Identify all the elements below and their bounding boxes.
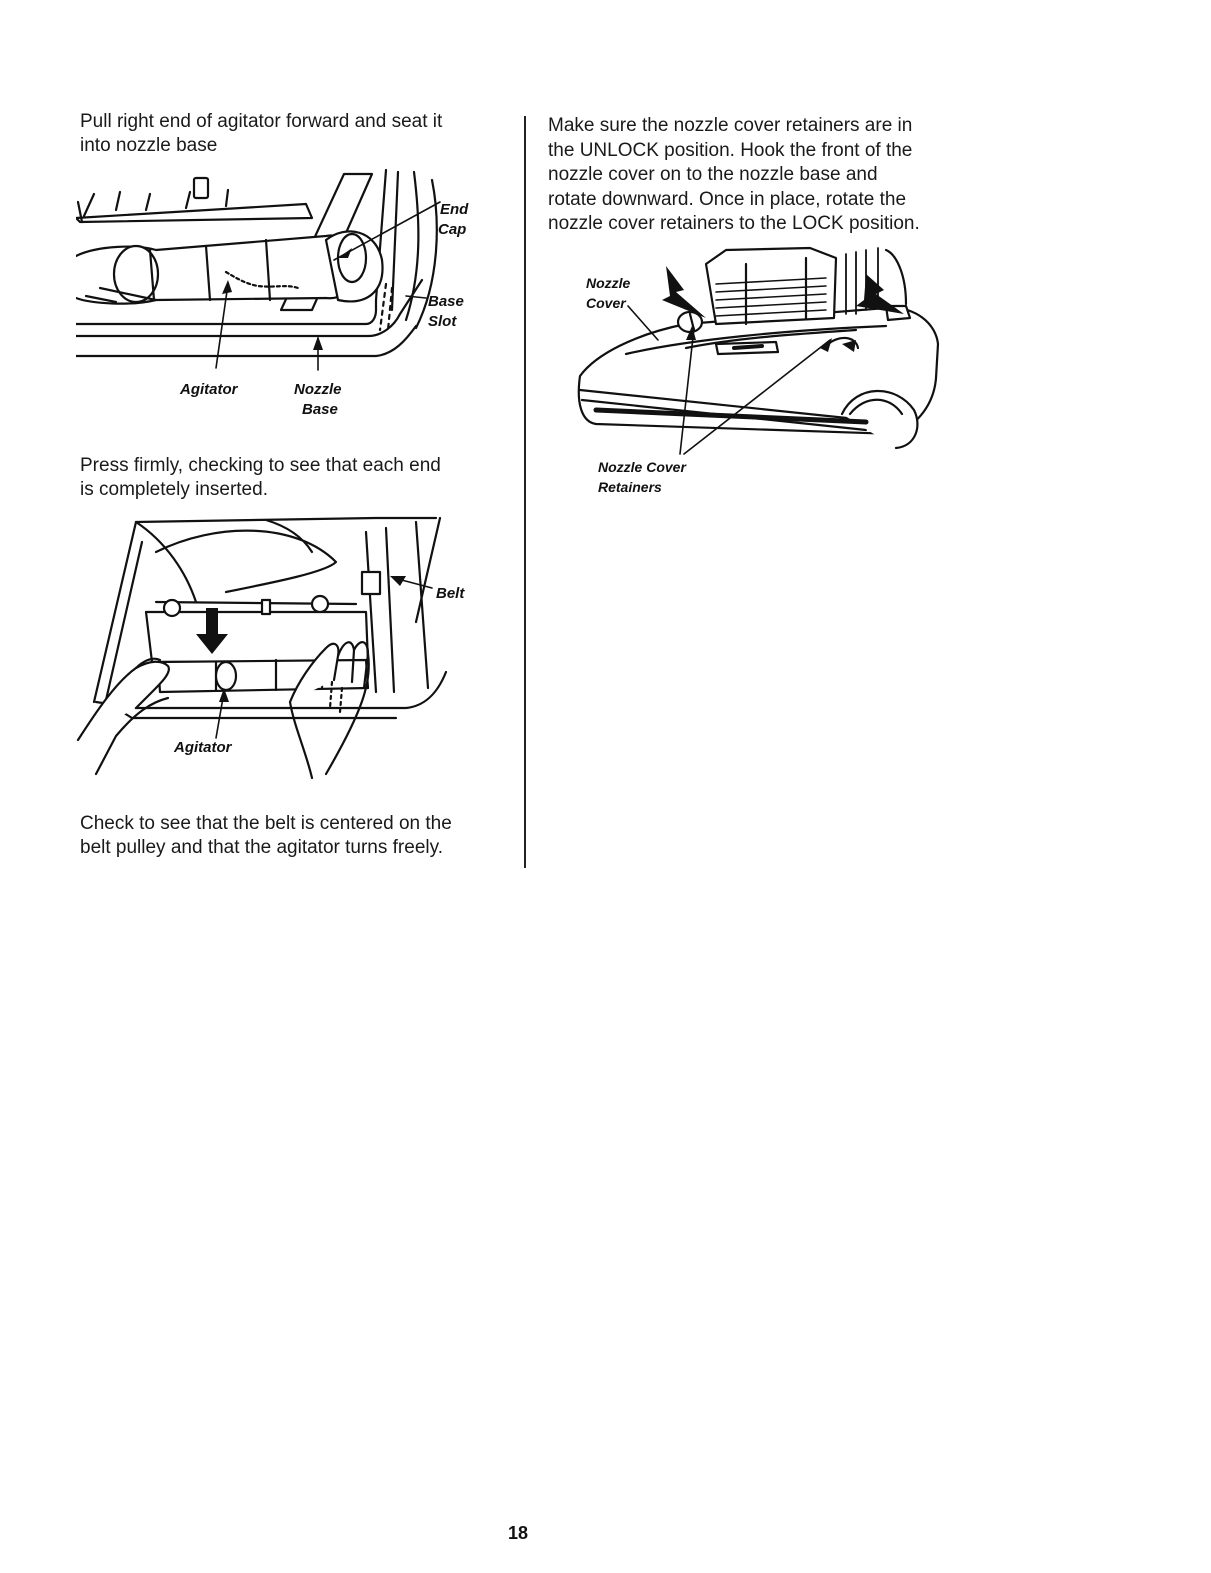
step4-line-5: nozzle cover retainers to the LOCK posit… — [548, 213, 920, 234]
label-nozzle-base: Base — [302, 401, 338, 418]
label-end: End — [440, 201, 469, 218]
figure-press-agitator: Belt Agitator — [76, 512, 496, 780]
step4-line-2: the UNLOCK position. Hook the front of t… — [548, 139, 913, 161]
label-nozzle: Nozzle — [294, 381, 342, 398]
left-down-arrow-icon — [662, 266, 706, 318]
label-agitator: Agitator — [179, 381, 239, 398]
step4-line-3: nozzle cover on to the nozzle base and — [548, 164, 878, 185]
step1-line-1: Pull right end of agitator forward and s… — [80, 111, 443, 132]
step2-instruction: Press firmly, checking to see that each … — [80, 454, 441, 502]
step1-instruction: Pull right end of agitator forward and s… — [80, 110, 442, 158]
nozzle-cover-illustration: Nozzle Cover Nozzle Cover Retainers — [577, 246, 940, 495]
figure-agitator-seating: End Cap Base Slot Agitator Nozzle Base — [76, 160, 496, 422]
label-agitator-2: Agitator — [173, 739, 233, 756]
step4-instruction: Make sure the nozzle cover retainers are… — [548, 114, 920, 237]
press-agitator-illustration: Belt Agitator — [76, 516, 465, 780]
step2-line-2: is completely inserted. — [80, 479, 268, 500]
step3-instruction: Check to see that the belt is centered o… — [80, 812, 452, 860]
label-belt: Belt — [436, 585, 465, 602]
label-nozzle: Nozzle — [586, 275, 631, 291]
label-nozzle-cover-retainers-2: Retainers — [598, 479, 662, 495]
label-cap: Cap — [438, 221, 466, 238]
rotate-arrow-icon — [842, 340, 856, 352]
column-divider — [524, 116, 526, 868]
label-slot: Slot — [428, 313, 457, 330]
down-arrow-icon — [196, 608, 228, 654]
step4-line-4: rotate downward. Once in place, rotate t… — [548, 188, 907, 210]
right-down-arrow-icon — [856, 274, 904, 314]
page-number: 18 — [507, 1523, 529, 1543]
step4-line-1: Make sure the nozzle cover retainers are… — [548, 115, 913, 136]
step1-line-2: into nozzle base — [80, 135, 218, 156]
agitator-seating-illustration: End Cap Base Slot Agitator Nozzle Base — [76, 168, 469, 418]
step3-line-1: Check to see that the belt is centered o… — [80, 813, 452, 834]
step2-line-1: Press firmly, checking to see that each … — [80, 455, 441, 476]
label-base: Base — [428, 293, 464, 310]
label-nozzle-cover-retainers-1: Nozzle Cover — [598, 459, 687, 475]
step3-line-2: belt pulley and that the agitator turns … — [80, 837, 443, 858]
label-cover: Cover — [586, 295, 627, 311]
figure-nozzle-cover: Nozzle Cover Nozzle Cover Retainers — [566, 244, 946, 504]
